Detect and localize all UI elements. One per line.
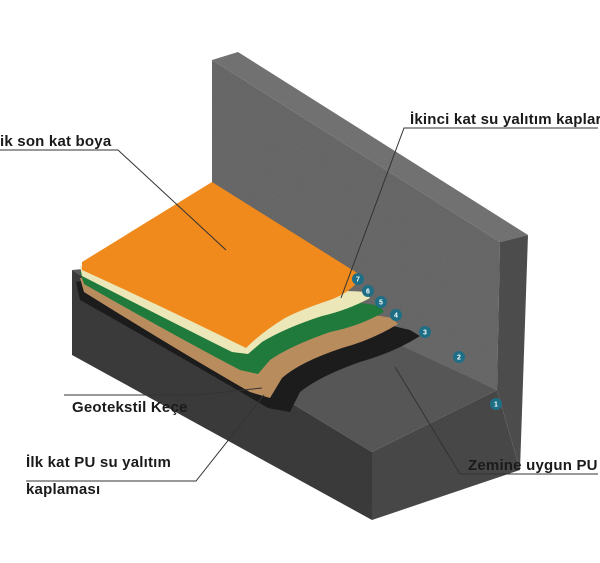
- concrete-wall: [212, 52, 528, 470]
- badge-2: 2: [453, 351, 465, 363]
- callout-labels: ik son kat boya İkinci kat su yalıtım ka…: [0, 111, 600, 498]
- leader-floor-pu: [394, 366, 598, 475]
- badge-5: 5: [375, 296, 387, 308]
- badge-6: 6: [362, 285, 374, 297]
- badge-1: 1: [490, 398, 502, 410]
- wall-top-face: [212, 52, 528, 242]
- badge-1-label: 1: [494, 402, 498, 409]
- leader-lines: [0, 127, 598, 482]
- badge-7: 7: [352, 273, 364, 285]
- wall-front-face: [212, 60, 500, 390]
- badge-2-label: 2: [457, 355, 461, 362]
- badge-3: 3: [419, 326, 431, 338]
- badge-4-label: 4: [394, 313, 398, 320]
- badge-5-label: 5: [379, 300, 383, 307]
- label-top-coat: ik son kat boya: [0, 133, 112, 150]
- label-second-pu: İkinci kat su yalıtım kaplar: [410, 111, 600, 128]
- label-first-pu-line2: kaplaması: [26, 481, 100, 498]
- badge-4: 4: [390, 309, 402, 321]
- wall-side-face: [497, 235, 528, 470]
- label-first-pu-line1: İlk kat PU su yalıtım: [26, 454, 171, 471]
- slab-right-face: [372, 390, 520, 520]
- badge-7-label: 7: [356, 277, 360, 284]
- leader-first-pu: [26, 394, 265, 482]
- leader-second-pu: [340, 127, 598, 299]
- label-geotextile: Geotekstil Keçe: [72, 399, 188, 416]
- label-floor-pu: Zemine uygun PU: [468, 457, 598, 474]
- badge-6-label: 6: [366, 289, 370, 296]
- leader-top-coat: [0, 149, 227, 251]
- leader-geotextile: [64, 387, 263, 396]
- layer-badges: 7 6 5 4 3 2 1: [352, 273, 502, 410]
- coating-layers: [76, 182, 420, 412]
- badge-3-label: 3: [423, 330, 427, 337]
- layer-top-coat-orange: [82, 182, 362, 348]
